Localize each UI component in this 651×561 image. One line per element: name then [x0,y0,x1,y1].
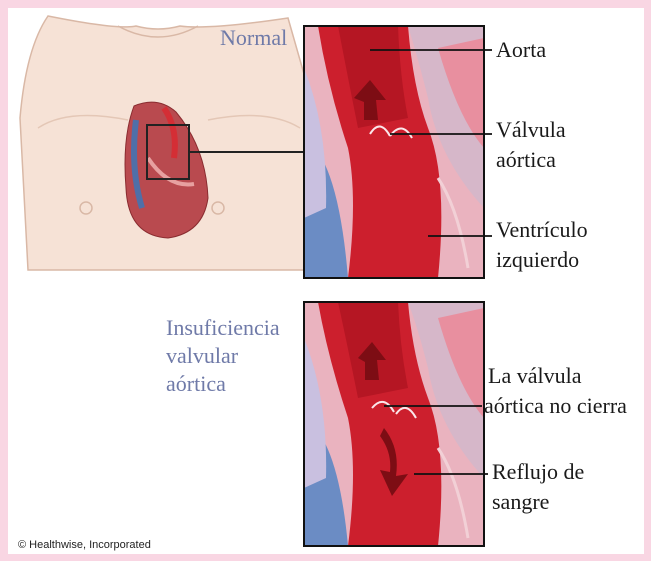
condition-title-line-1: Insuficiencia [166,316,280,340]
backflow-label-line-1: Reflujo de [492,460,584,484]
diagram-canvas: Normal Insuficiencia valvular aórtica Ao… [8,8,644,554]
valve-not-closing-label-line-1: La válvula [488,364,581,388]
valve-label-line-2: aórtica [496,148,556,172]
regurgitation-panel [304,302,484,546]
backflow-label-line-2: sangre [492,490,549,514]
valve-label-line-1: Válvula [496,118,566,142]
condition-title-line-2: valvular [166,344,238,368]
normal-title: Normal [220,26,287,50]
normal-panel [304,26,484,278]
ventricle-label-line-1: Ventrículo [496,218,588,242]
ventricle-label-line-2: izquierdo [496,248,579,272]
condition-title-line-3: aórtica [166,372,226,396]
credit: © Healthwise, Incorporated [18,539,151,551]
valve-not-closing-label-line-2: aórtica no cierra [484,394,627,418]
aorta-label: Aorta [496,38,546,62]
